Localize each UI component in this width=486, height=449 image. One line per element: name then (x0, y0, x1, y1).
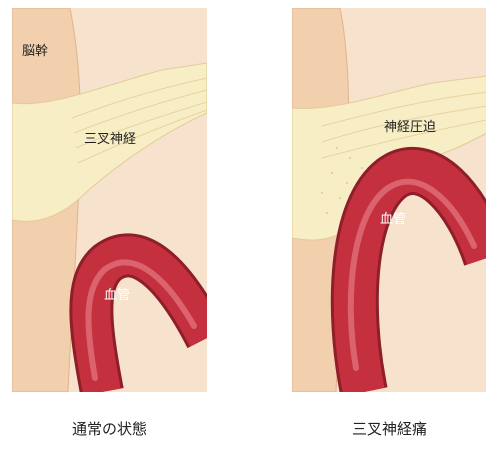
trigeminal-nerve-label: 三叉神経 (84, 128, 136, 147)
nerve-compression-label: 神経圧迫 (384, 116, 436, 135)
normal-state-caption: 通常の状態 (12, 418, 207, 439)
neuralgia-panel: 神経圧迫 血管 (292, 8, 486, 392)
normal-state-illustration (12, 8, 207, 392)
neuralgia-caption: 三叉神経痛 (292, 418, 486, 439)
neuralgia-illustration (292, 8, 486, 392)
vessel-label-neuralgia: 血管 (380, 208, 406, 227)
normal-state-panel: 脳幹 三叉神経 血管 (12, 8, 207, 392)
brainstem-label: 脳幹 (22, 40, 48, 59)
vessel-label-normal: 血管 (104, 284, 130, 303)
